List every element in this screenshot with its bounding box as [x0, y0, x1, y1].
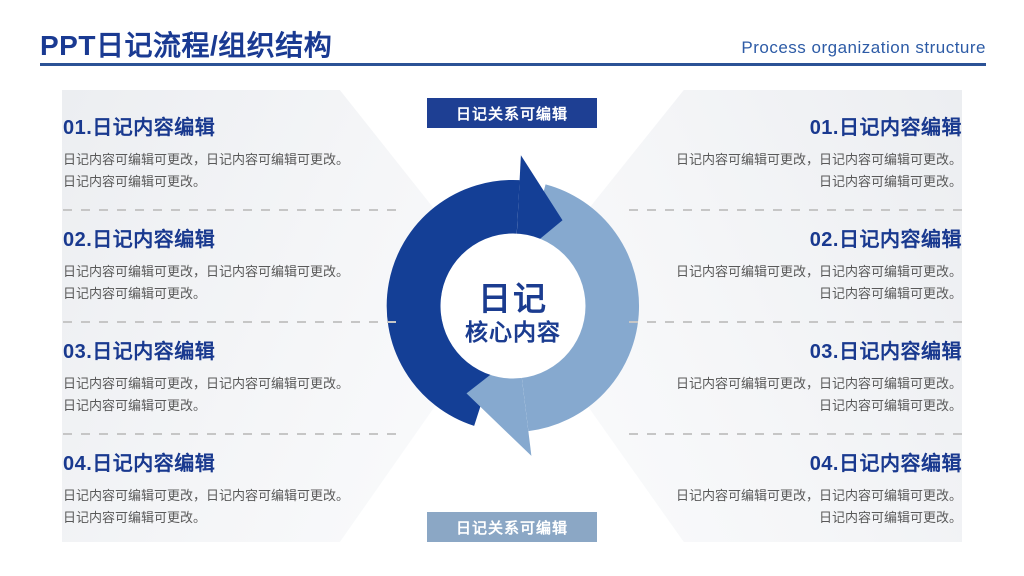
- top-badge: 日记关系可编辑: [427, 98, 597, 128]
- core-circle: [440, 233, 586, 379]
- core-label: 日记 核心内容: [353, 146, 673, 466]
- dark-arrowhead-icon: [515, 155, 563, 260]
- item-body-line: 日记内容可编辑可更改。: [818, 398, 962, 413]
- page-subtitle: Process organization structure: [741, 38, 986, 57]
- item-title: 02.日记内容编辑: [809, 229, 962, 251]
- item-body-line: 日记内容可编辑可更改。: [818, 510, 962, 525]
- item-title: 04.日记内容编辑: [809, 453, 962, 475]
- bottom-badge: 日记关系可编辑: [427, 512, 597, 542]
- item-title: 02.日记内容编辑: [63, 229, 216, 251]
- dark-arc: [386, 179, 520, 426]
- light-arrowhead-icon: [466, 352, 532, 456]
- item-body-line: 日记内容可编辑可更改。: [818, 174, 962, 189]
- right-column: 01.日记内容编辑 日记内容可编辑可更改，日记内容可编辑可更改。 日记内容可编辑…: [629, 116, 962, 529]
- dashed-divider: [629, 209, 962, 211]
- list-item: 03.日记内容编辑 日记内容可编辑可更改，日记内容可编辑可更改。 日记内容可编辑…: [629, 340, 962, 417]
- list-item: 02.日记内容编辑 日记内容可编辑可更改，日记内容可编辑可更改。 日记内容可编辑…: [629, 228, 962, 305]
- item-body-line: 日记内容可编辑可更改。: [63, 510, 207, 525]
- item-body-line: 日记内容可编辑可更改，日记内容可编辑可更改。: [675, 152, 962, 167]
- item-body-line: 日记内容可编辑可更改。: [63, 174, 207, 189]
- left-column: 01.日记内容编辑 日记内容可编辑可更改，日记内容可编辑可更改。 日记内容可编辑…: [63, 116, 396, 529]
- dashed-divider: [63, 321, 396, 323]
- list-item: 02.日记内容编辑 日记内容可编辑可更改，日记内容可编辑可更改。 日记内容可编辑…: [63, 228, 396, 305]
- light-arc: [520, 184, 639, 432]
- page-title: PPT日记流程/组织结构: [40, 30, 333, 61]
- dashed-divider: [63, 209, 396, 211]
- list-item: 01.日记内容编辑 日记内容可编辑可更改，日记内容可编辑可更改。 日记内容可编辑…: [63, 116, 396, 193]
- item-title: 01.日记内容编辑: [63, 117, 216, 139]
- cycle-arrows-graphic: [386, 155, 639, 456]
- item-body-line: 日记内容可编辑可更改，日记内容可编辑可更改。: [63, 152, 350, 167]
- dashed-divider: [629, 321, 962, 323]
- cycle-diagram: 日记 核心内容: [353, 146, 673, 466]
- list-item: 03.日记内容编辑 日记内容可编辑可更改，日记内容可编辑可更改。 日记内容可编辑…: [63, 340, 396, 417]
- item-body-line: 日记内容可编辑可更改。: [63, 286, 207, 301]
- item-body-line: 日记内容可编辑可更改。: [818, 286, 962, 301]
- item-title: 03.日记内容编辑: [809, 341, 962, 363]
- list-item: 01.日记内容编辑 日记内容可编辑可更改，日记内容可编辑可更改。 日记内容可编辑…: [629, 116, 962, 193]
- item-body-line: 日记内容可编辑可更改，日记内容可编辑可更改。: [63, 376, 350, 391]
- list-item: 04.日记内容编辑 日记内容可编辑可更改，日记内容可编辑可更改。 日记内容可编辑…: [63, 452, 396, 529]
- item-title: 01.日记内容编辑: [809, 117, 962, 139]
- item-body-line: 日记内容可编辑可更改，日记内容可编辑可更改。: [675, 264, 962, 279]
- list-item: 04.日记内容编辑 日记内容可编辑可更改，日记内容可编辑可更改。 日记内容可编辑…: [629, 452, 962, 529]
- dashed-divider: [629, 433, 962, 435]
- item-title: 04.日记内容编辑: [63, 453, 216, 475]
- core-label-line1: 日记: [478, 280, 548, 317]
- core-label-line2: 核心内容: [465, 319, 561, 345]
- item-body-line: 日记内容可编辑可更改，日记内容可编辑可更改。: [675, 488, 962, 503]
- item-title: 03.日记内容编辑: [63, 341, 216, 363]
- header-divider: [40, 63, 986, 66]
- item-body-line: 日记内容可编辑可更改，日记内容可编辑可更改。: [675, 376, 962, 391]
- item-body-line: 日记内容可编辑可更改，日记内容可编辑可更改。: [63, 488, 350, 503]
- item-body-line: 日记内容可编辑可更改，日记内容可编辑可更改。: [63, 264, 350, 279]
- dashed-divider: [63, 433, 396, 435]
- item-body-line: 日记内容可编辑可更改。: [63, 398, 207, 413]
